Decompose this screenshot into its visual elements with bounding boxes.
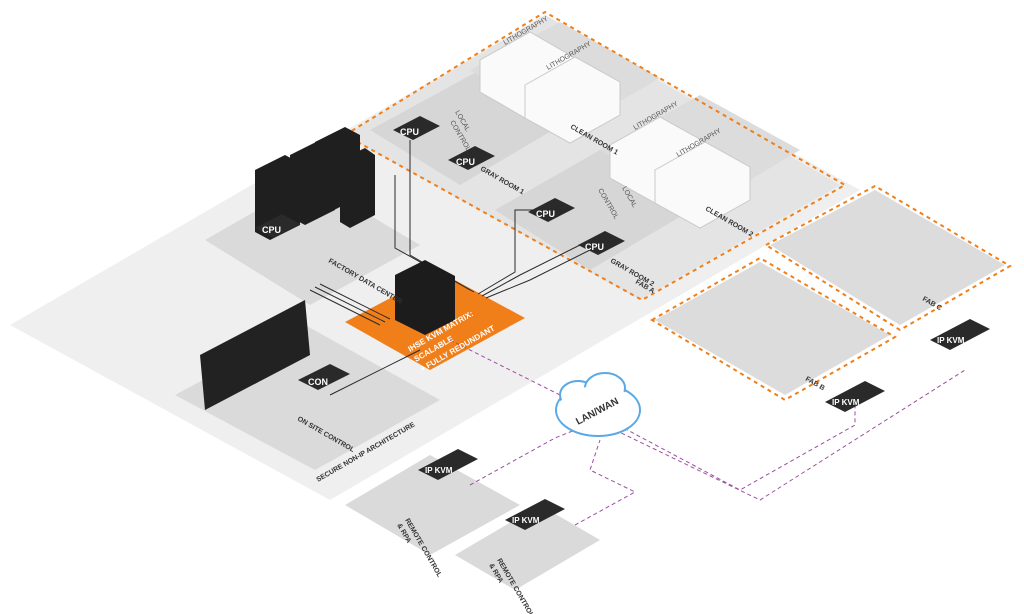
cpu-boxes: CPU CPU CPU CPU CPU <box>255 116 625 255</box>
con-box <box>298 364 350 390</box>
fab-b-outline <box>650 256 897 402</box>
cpu-label-3: CPU <box>536 209 555 219</box>
cpu-label-4: CPU <box>585 242 604 252</box>
cpu-label-5: CPU <box>262 225 281 235</box>
ip-kvm-label-3: IP KVM <box>832 398 860 407</box>
fab-b-label: FAB B <box>804 376 826 393</box>
ip-kvm-label-1: IP KVM <box>425 466 453 475</box>
ip-kvm-label-2: IP KVM <box>512 516 540 525</box>
lithography-machines <box>479 31 751 229</box>
remote-2-floor <box>455 505 600 590</box>
kvm-matrix-box <box>395 260 455 335</box>
video-wall <box>200 300 310 410</box>
fab-c-outline <box>764 184 1012 332</box>
lan-wan-cloud: LAN/WAN <box>555 372 641 437</box>
cpu-label-2: CPU <box>456 157 475 167</box>
cpu-label-1: CPU <box>400 127 419 137</box>
con-label: CON <box>308 377 328 387</box>
ip-kvm-label-4: IP KVM <box>937 336 965 345</box>
fab-c-floor <box>770 190 1005 325</box>
fab-b-floor <box>655 262 890 395</box>
ip-kvm-boxes: IP KVM IP KVM IP KVM IP KVM <box>418 319 990 530</box>
remote-1-floor <box>345 455 520 555</box>
